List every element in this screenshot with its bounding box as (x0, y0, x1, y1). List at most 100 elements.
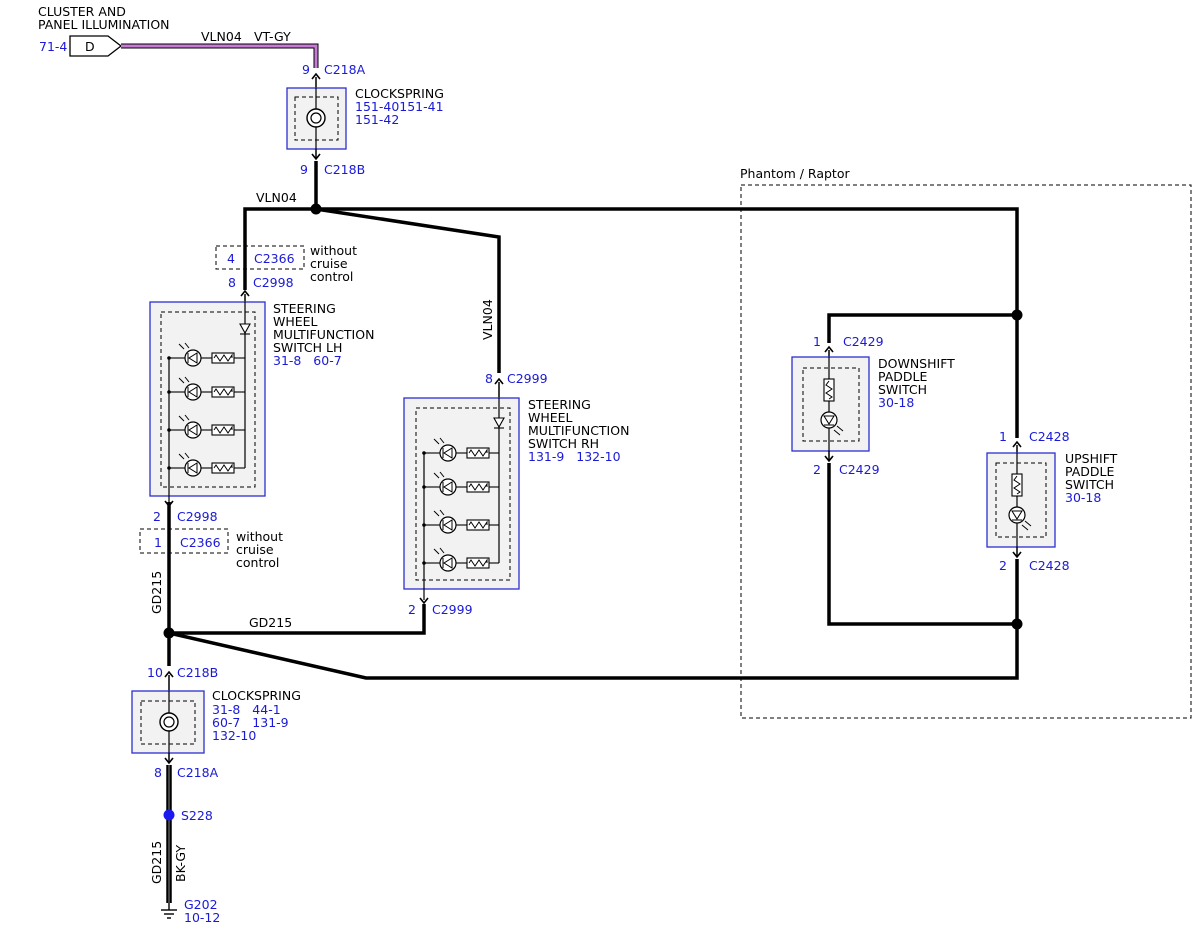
clockspring-top-conn-in: C218A (324, 62, 366, 77)
ground-circuit-label: GD215 (149, 840, 164, 884)
switch-lh-name-1: STEERING (273, 301, 336, 316)
downshift-pin-top: 1 (813, 334, 821, 349)
clockspring-top-ref-2: 151-42 (355, 112, 400, 127)
splice-s228-label: S228 (181, 808, 213, 823)
upshift-pin-bottom: 2 (999, 558, 1007, 573)
cluster-title: CLUSTER AND (38, 4, 126, 19)
c2366-top-note-3: control (310, 269, 354, 284)
splice-phantom-top (1011, 309, 1023, 321)
wire-phantom-ground (827, 463, 1019, 626)
c2366-bottom-pin: 1 (154, 535, 162, 550)
switch-lh (149, 290, 266, 502)
c2366-top-box (215, 245, 305, 270)
c2366-bottom-conn: C2366 (180, 535, 221, 550)
downshift-name-2: PADDLE (878, 369, 928, 384)
ground-color-label: BK-GY (173, 844, 188, 882)
switch-lh-pin-top: 8 (228, 275, 236, 290)
splice-vln04-label: VLN04 (256, 190, 297, 205)
gd215-horizontal-label: GD215 (249, 615, 293, 630)
wire-vln04-vt-gy (121, 43, 319, 68)
phantom-raptor-region (740, 184, 1192, 719)
switch-rh-conn-bottom: C2999 (432, 602, 473, 617)
upshift-name-3: SWITCH (1065, 477, 1115, 492)
c2366-top-note-2: cruise (310, 256, 348, 271)
switch-lh-refs: 31-8 60-7 (273, 353, 342, 368)
switch-rh-refs: 131-9 132-10 (528, 449, 621, 464)
clockspring-bottom (131, 671, 205, 764)
cluster-connector (69, 35, 123, 57)
switch-rh-pin-bottom: 2 (408, 602, 416, 617)
downshift-name-1: DOWNSHIFT (878, 356, 955, 371)
c2366-top-pin: 4 (227, 251, 235, 266)
clockspring-bottom-ref-1: 31-8 44-1 (212, 702, 281, 717)
ground-symbol (161, 903, 177, 919)
clockspring-bottom-conn-in: C218B (177, 665, 219, 680)
upshift-name-1: UPSHIFT (1065, 451, 1118, 466)
downshift-conn-top: C2429 (843, 334, 884, 349)
switch-lh-pin-bottom: 2 (153, 509, 161, 524)
wire-color-vt-gy: VT-GY (254, 29, 291, 44)
switch-lh-conn-bottom: C2998 (177, 509, 218, 524)
switch-lh-illumination-row-1 (167, 342, 245, 367)
gd215-vertical-label: GD215 (149, 570, 164, 614)
splice-phantom-bottom (1011, 618, 1023, 630)
splice-gd215 (163, 627, 175, 639)
switch-lh-illumination-row-3 (167, 414, 245, 439)
clockspring-bottom-ref-3: 132-10 (212, 728, 257, 743)
clockspring-bottom-ref-2: 60-7 131-9 (212, 715, 289, 730)
clockspring-top-pin-in: 9 (302, 62, 310, 77)
ground-ref: 10-12 (184, 910, 221, 925)
upshift-paddle-switch (986, 441, 1056, 558)
splice-vln04 (310, 203, 322, 215)
switch-rh-illumination-row-2 (422, 471, 499, 496)
downshift-paddle-switch (791, 346, 870, 462)
clockspring-top-name: CLOCKSPRING (355, 86, 444, 101)
c2366-bottom-note-3: control (236, 555, 280, 570)
switch-rh-name-2: WHEEL (528, 410, 573, 425)
cluster-ref: 71-4 (39, 39, 68, 54)
switch-rh-illumination-row-3 (422, 509, 499, 534)
clockspring-top-ref-1: 151-40151-41 (355, 99, 444, 114)
ground-name: G202 (184, 897, 218, 912)
upshift-conn-bottom: C2428 (1029, 558, 1070, 573)
switch-rh-illumination-row-1 (422, 437, 499, 462)
switch-rh-illumination-row-4 (422, 547, 499, 572)
upshift-ref: 30-18 (1065, 490, 1102, 505)
wire-gd215-bus (167, 604, 1019, 680)
splice-s228 (163, 809, 175, 821)
switch-lh-name-4: SWITCH LH (273, 340, 343, 355)
clockspring-top (286, 73, 347, 160)
clockspring-bottom-pin-in: 10 (147, 665, 163, 680)
c2366-bottom-note-1: without (236, 529, 283, 544)
c2366-bottom-note-2: cruise (236, 542, 274, 557)
switch-lh-name-3: MULTIFUNCTION (273, 327, 375, 342)
switch-lh-name-2: WHEEL (273, 314, 318, 329)
upshift-pin-top: 1 (999, 429, 1007, 444)
phantom-raptor-title: Phantom / Raptor (740, 166, 850, 181)
switch-rh-name-4: SWITCH RH (528, 436, 600, 451)
downshift-ref: 30-18 (878, 395, 915, 410)
c2366-top-conn: C2366 (254, 251, 295, 266)
c2366-bottom-box (139, 528, 229, 554)
clockspring-bottom-conn-out: C218A (177, 765, 219, 780)
clockspring-bottom-pin-out: 8 (154, 765, 162, 780)
switch-lh-illumination-row-4 (167, 452, 245, 477)
switch-lh-conn-top: C2998 (253, 275, 294, 290)
c2366-top-note-1: without (310, 243, 357, 258)
cluster-pin: D (85, 39, 95, 54)
wire-circuit-vln04: VLN04 (201, 29, 242, 44)
upshift-conn-top: C2428 (1029, 429, 1070, 444)
downshift-name-3: SWITCH (878, 382, 928, 397)
clockspring-top-pin-out: 9 (300, 162, 308, 177)
switch-rh-name-1: STEERING (528, 397, 591, 412)
switch-rh-pin-top: 8 (485, 371, 493, 386)
switch-rh-name-3: MULTIFUNCTION (528, 423, 630, 438)
switch-lh-illumination-row-2 (167, 376, 245, 401)
cluster-title-2: PANEL ILLUMINATION (38, 17, 170, 32)
downshift-pin-bottom: 2 (813, 462, 821, 477)
downshift-conn-bottom: C2429 (839, 462, 880, 477)
upshift-name-2: PADDLE (1065, 464, 1115, 479)
clockspring-bottom-name: CLOCKSPRING (212, 688, 301, 703)
wire-vln04-bus (243, 161, 1019, 438)
